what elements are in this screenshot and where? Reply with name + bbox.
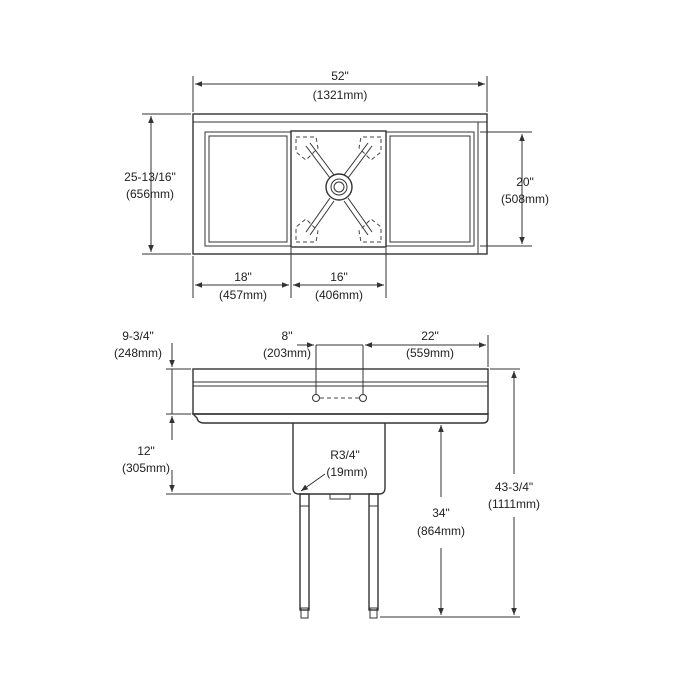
front-view: 8" (203mm) 22" (559mm) 9-3/4" (248mm) 12… [114, 329, 540, 619]
left-drainboard [204, 131, 292, 247]
drain-inner [330, 178, 348, 196]
brace-line [309, 200, 335, 236]
faucet-centers-metric: (203mm) [263, 346, 311, 360]
leg-left [299, 493, 310, 611]
right-drainboard-inner [389, 135, 471, 243]
overall-height-metric: (1111mm) [488, 497, 540, 511]
faucet-hole-right [359, 394, 367, 402]
corner-radius-metric: (19mm) [326, 465, 367, 479]
rim-height-imperial: 34" [432, 506, 450, 520]
overall-depth-metric: (656mm) [126, 187, 174, 201]
overall-width-imperial: 52" [331, 69, 349, 83]
brace-line [343, 142, 369, 176]
right-drainboard-metric: (559mm) [406, 346, 454, 360]
foot-left [300, 607, 309, 619]
overall-height-imperial: 43-3/4" [495, 480, 533, 494]
bowl-front-back-imperial: 20" [516, 175, 534, 189]
brace-line [343, 200, 369, 236]
foot-right [369, 607, 378, 619]
left-drainboard-metric: (457mm) [219, 288, 267, 302]
top-outline [192, 113, 488, 255]
bowl-depth-metric: (305mm) [122, 461, 170, 475]
corner-gusset [358, 136, 382, 161]
corner-gusset [358, 218, 382, 243]
radius-leader [300, 473, 326, 492]
overall-depth-imperial: 25-13/16" [124, 170, 176, 184]
sink-bowl [290, 130, 387, 248]
corner-radius-imperial: R3/4" [330, 448, 360, 462]
overall-width-metric: (1321mm) [313, 88, 368, 102]
top-view: 52" (1321mm) 25-13/16" (656mm) 20" (508m… [124, 69, 549, 302]
backsplash-height-imperial: 9-3/4" [122, 329, 154, 343]
faucet-centers-imperial: 8" [282, 329, 293, 343]
bowl-front-back-metric: (508mm) [501, 192, 549, 206]
drain-center [333, 181, 345, 193]
bowl-width-metric: (406mm) [315, 288, 363, 302]
brace-line [309, 142, 335, 176]
brace-line [347, 145, 373, 179]
brace-line [347, 197, 373, 233]
counter-rim [191, 413, 489, 424]
leg-right [368, 493, 379, 611]
brace-line [305, 197, 331, 233]
corner-gusset [295, 218, 319, 243]
right-drainboard [385, 131, 475, 247]
rim-height-metric: (864mm) [417, 524, 465, 538]
faucet-hole-left [312, 394, 320, 402]
bowl-width-imperial: 16" [330, 270, 348, 284]
backsplash-height-metric: (248mm) [114, 346, 162, 360]
corner-gusset [295, 136, 319, 161]
drain-outer [325, 173, 353, 201]
front-bowl [292, 423, 386, 495]
left-drainboard-imperial: 18" [234, 270, 252, 284]
bowl-depth-imperial: 12" [137, 444, 155, 458]
left-drainboard-inner [208, 135, 288, 243]
brace-line [305, 145, 331, 179]
drain-stub [329, 494, 351, 500]
right-drainboard-imperial: 22" [421, 329, 439, 343]
backsplash [192, 368, 489, 415]
